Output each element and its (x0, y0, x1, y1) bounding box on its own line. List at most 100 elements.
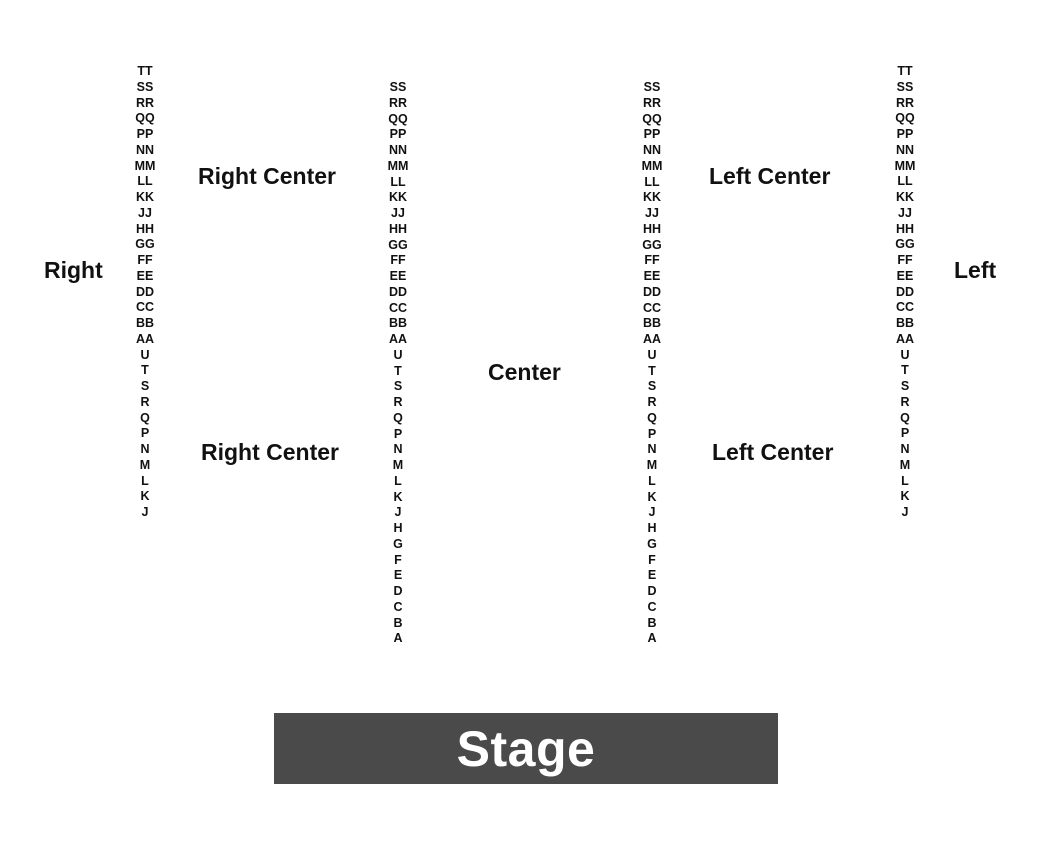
row-label: GG (642, 237, 662, 252)
row-label: FF (644, 253, 660, 268)
row-label: LL (644, 174, 660, 189)
row-label: T (394, 363, 402, 378)
row-label: SS (896, 79, 914, 94)
row-label: GG (895, 237, 915, 252)
row-label: F (394, 552, 402, 567)
row-label: M (392, 458, 404, 472)
row-label: EE (643, 269, 661, 283)
row-label: AA (388, 332, 408, 346)
row-label: JJ (391, 206, 405, 220)
row-label: KK (135, 190, 155, 204)
row-label: QQ (642, 111, 662, 126)
row-label: HH (388, 221, 408, 236)
row-label: RR (895, 95, 915, 110)
row-label: TT (897, 64, 913, 78)
row-label: R (140, 394, 150, 409)
row-label: HH (135, 221, 155, 236)
row-label: NN (642, 143, 662, 157)
row-label: M (646, 458, 658, 472)
row-label: HH (642, 221, 662, 236)
row-label: PP (389, 127, 407, 142)
row-label: CC (642, 300, 662, 315)
row-label: P (900, 426, 910, 441)
row-label: N (647, 442, 657, 457)
row-label: DD (135, 284, 155, 299)
row-label: S (900, 379, 910, 393)
section-label-center: Center (488, 359, 561, 385)
row-label: T (901, 363, 909, 378)
stage-label: Stage (456, 720, 596, 777)
row-label: P (647, 426, 657, 441)
row-label: QQ (895, 111, 915, 126)
row-label: S (393, 379, 403, 394)
row-label: RR (642, 95, 662, 110)
row-label: BB (895, 316, 915, 330)
row-label: D (393, 584, 403, 598)
row-label: PP (643, 127, 661, 142)
row-label: E (647, 568, 657, 583)
row-label: GG (135, 237, 155, 252)
row-label: DD (388, 284, 408, 299)
row-label: N (140, 442, 150, 456)
row-label: U (140, 347, 150, 362)
row-label: SS (643, 80, 661, 94)
row-label: U (900, 347, 910, 362)
row-label: RR (135, 95, 155, 110)
row-label: BB (388, 316, 408, 331)
row-label: J (648, 505, 656, 520)
row-label: PP (896, 127, 914, 141)
row-label: M (899, 457, 911, 472)
row-label: A (647, 631, 657, 646)
row-label: SS (136, 79, 154, 94)
row-label: J (901, 505, 909, 519)
section-label-left: Left (954, 257, 997, 283)
row-label: C (647, 599, 657, 614)
row-label: H (647, 521, 657, 535)
row-label: CC (135, 300, 155, 315)
row-label: N (393, 442, 403, 457)
row-label: EE (136, 268, 154, 283)
row-label: B (647, 615, 657, 630)
row-label: QQ (135, 111, 155, 126)
row-label: G (393, 536, 403, 551)
row-label: NN (895, 142, 915, 157)
row-label: R (900, 394, 910, 409)
row-label: MM (134, 158, 156, 173)
row-label: KK (895, 190, 915, 204)
row-label: J (141, 505, 149, 519)
row-label: LL (390, 174, 406, 189)
row-label: L (648, 473, 656, 488)
row-label: RR (388, 95, 408, 110)
row-label: R (393, 395, 403, 409)
stage: Stage (274, 713, 778, 784)
row-label: TT (137, 64, 153, 78)
row-label: N (900, 442, 910, 456)
row-label: S (140, 379, 150, 393)
row-label: C (393, 599, 403, 614)
row-label: MM (894, 158, 916, 173)
row-label: K (900, 489, 910, 504)
row-label: CC (388, 300, 408, 315)
row-label: LL (137, 174, 153, 189)
row-label: NN (135, 142, 155, 157)
row-label: L (901, 473, 909, 488)
row-label: KK (388, 190, 408, 205)
row-label: JJ (898, 205, 912, 220)
row-label: Q (647, 410, 657, 425)
row-label: T (648, 363, 656, 378)
row-label: NN (388, 143, 408, 157)
row-label: Q (140, 410, 150, 425)
row-label: GG (388, 237, 408, 252)
row-label: H (393, 521, 403, 535)
row-label: A (393, 631, 403, 646)
row-label: FF (390, 253, 406, 268)
row-label: P (393, 426, 403, 441)
row-label: L (141, 473, 149, 488)
row-label: M (139, 457, 151, 472)
row-label: MM (387, 158, 409, 173)
row-label: E (393, 568, 403, 583)
row-label: R (647, 395, 657, 409)
row-label: T (141, 363, 149, 378)
